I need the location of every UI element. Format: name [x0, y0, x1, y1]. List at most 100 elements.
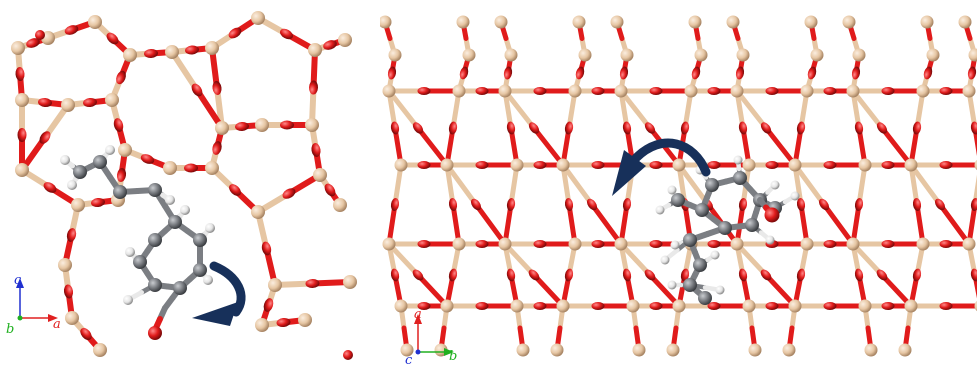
silicon-atom — [614, 84, 628, 98]
hydrogen-atom — [165, 195, 175, 205]
silicon-atom — [255, 318, 269, 332]
right-framework — [380, 15, 977, 357]
oxygen-atom — [533, 240, 547, 248]
silicon-atom — [251, 205, 265, 219]
oxygen-atom — [387, 66, 397, 80]
hydrogen-atom — [670, 240, 680, 250]
oxygen-atom — [807, 66, 817, 80]
oxygen-atom — [765, 302, 779, 310]
carbon-atom — [683, 233, 697, 247]
carbon-atom — [683, 278, 697, 292]
oxygen-atom — [475, 240, 489, 248]
oxygen-atom — [796, 198, 806, 211]
hydrogen-atom — [790, 191, 800, 201]
oxygen-atom — [934, 198, 946, 211]
oxygen-atom — [17, 128, 27, 142]
bond — [502, 88, 537, 131]
axis-triad-left: c a b — [6, 273, 61, 337]
silicon-atom — [610, 15, 624, 29]
silicon-atom — [11, 41, 25, 55]
bond — [169, 49, 200, 93]
oxygen-atom — [735, 66, 745, 80]
silicon-atom — [846, 237, 860, 251]
bond — [194, 87, 225, 131]
oxygen-atom — [144, 48, 158, 59]
silicon-atom — [205, 161, 219, 175]
carbon-atom — [168, 215, 182, 229]
silicon-atom — [730, 237, 744, 251]
silicon-atom — [510, 158, 524, 172]
silicon-atom — [308, 43, 322, 57]
silicon-atom — [388, 48, 402, 62]
oxygen-atom — [912, 121, 922, 135]
oxygen-atom — [35, 30, 45, 40]
oxygen-atom — [280, 28, 293, 40]
oxygen-atom — [229, 184, 241, 196]
bond — [937, 202, 972, 247]
bond — [618, 88, 653, 131]
oxygen-atom — [533, 161, 547, 169]
carbon-atom — [695, 203, 709, 217]
silicon-atom — [782, 343, 796, 357]
oxygen-atom — [818, 198, 830, 211]
hydrogen-atom — [770, 180, 780, 190]
silicon-atom — [864, 343, 878, 357]
silicon-atom — [504, 48, 518, 62]
carbon-atom — [698, 291, 712, 305]
oxygen-atom — [63, 284, 74, 299]
hydrogen-atom — [715, 285, 725, 295]
hydrogen-atom — [710, 250, 720, 260]
carbon-atom — [671, 193, 685, 207]
carbon-atom — [173, 281, 187, 295]
oxygen-atom — [644, 122, 656, 134]
oxygen-atom — [261, 241, 272, 256]
silicon-atom — [298, 313, 312, 327]
oxygen-atom — [649, 87, 663, 95]
silicon-atom — [684, 84, 698, 98]
silicon-atom — [556, 299, 570, 313]
silicon-atom — [742, 299, 756, 313]
silicon-atom — [904, 299, 918, 313]
bond — [444, 162, 479, 207]
silicon-atom — [916, 237, 930, 251]
silicon-atom — [748, 343, 762, 357]
silicon-atom — [338, 33, 352, 47]
silicon-atom — [255, 118, 269, 132]
hydrogen-atom — [105, 145, 115, 155]
bond — [415, 272, 450, 309]
axis-label-right-horizontal: b — [449, 349, 457, 364]
oxygen-atom — [506, 198, 516, 211]
bond — [798, 202, 810, 247]
oxygen-atom — [764, 207, 780, 223]
curved-arrow-icon — [192, 261, 246, 326]
oxygen-atom — [707, 302, 721, 310]
oxygen-atom — [390, 268, 400, 282]
silicon-atom — [568, 84, 582, 98]
bond — [444, 162, 456, 207]
silicon-atom — [962, 237, 976, 251]
oxygen-atom — [707, 87, 721, 95]
silicon-atom — [15, 163, 29, 177]
oxygen-atom — [796, 268, 806, 282]
oxygen-atom — [475, 161, 489, 169]
bond — [560, 162, 595, 207]
oxygen-atom — [851, 66, 861, 80]
oxygen-atom — [622, 268, 632, 282]
oxygen-atom — [923, 66, 933, 80]
silicon-atom — [626, 299, 640, 313]
bond — [972, 174, 977, 207]
oxygen-atom — [64, 25, 79, 35]
oxygen-atom — [305, 278, 320, 289]
silicon-atom — [578, 48, 592, 62]
oxygen-atom — [140, 154, 155, 164]
bond — [531, 272, 566, 309]
oxygen-atom — [912, 198, 922, 211]
silicon-atom — [394, 158, 408, 172]
silicon-atom — [498, 237, 512, 251]
oxygen-atom — [323, 40, 337, 50]
bond — [508, 162, 520, 207]
bond — [502, 241, 537, 278]
bond — [879, 272, 914, 309]
oxygen-atom — [412, 269, 424, 281]
oxygen-atom — [765, 161, 779, 169]
